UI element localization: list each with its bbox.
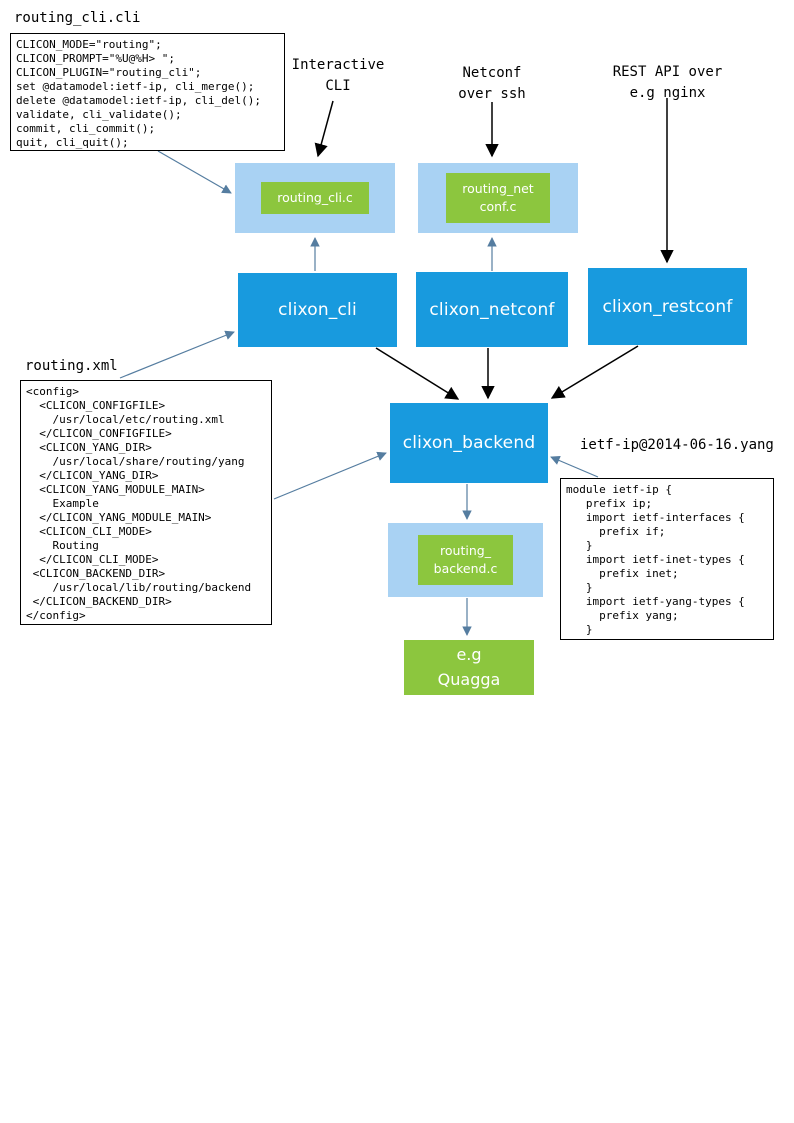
arrow-clixon-cli-to-backend [375,347,460,400]
arrow-cli-file-to-routing-cli-c [157,150,232,194]
clixon-cli-box: clixon_cli [238,273,397,347]
arrow-xml-file-to-backend [273,451,387,500]
annotation-interactive-cli: Interactive CLI [291,57,385,94]
quagga-box: e.g Quagga [404,640,534,695]
cli-file-title: routing_cli.cli [14,10,141,26]
xml-file-title: routing.xml [25,358,118,374]
yang-file-title: ietf-ip@2014-06-16.yang [580,437,774,453]
clixon-backend-box: clixon_backend [390,403,548,483]
routing-backend-c-box: routing_ backend.c [417,534,514,586]
annotation-rest-api: REST API over e.g nginx [612,64,723,101]
routing-cli-c-box: routing_cli.c [261,181,369,215]
xml-file-code: <config> <CLICON_CONFIGFILE> /usr/local/… [20,380,272,625]
arrow-yang-file-to-backend [550,455,599,478]
routing-backend-c-host-box: routing_ backend.c [388,523,543,597]
arrow-clixon-restconf-to-backend [550,345,639,399]
clixon-restconf-box: clixon_restconf [588,268,747,345]
clixon-netconf-box: clixon_netconf [416,272,568,347]
annotation-netconf-over-ssh: Netconf over ssh [458,65,526,102]
routing-netconf-c-box: routing_net conf.c [446,172,550,224]
routing-cli-c-host-box: routing_cli.c [235,163,395,233]
arrow-interactive-cli-to-routing-cli-c [314,100,334,158]
cli-file-code: CLICON_MODE="routing"; CLICON_PROMPT="%U… [10,33,285,151]
routing-netconf-c-host-box: routing_net conf.c [418,163,578,233]
yang-file-code: module ietf-ip { prefix ip; import ietf-… [560,478,774,640]
arrow-xml-file-to-clixon-cli [119,330,235,379]
